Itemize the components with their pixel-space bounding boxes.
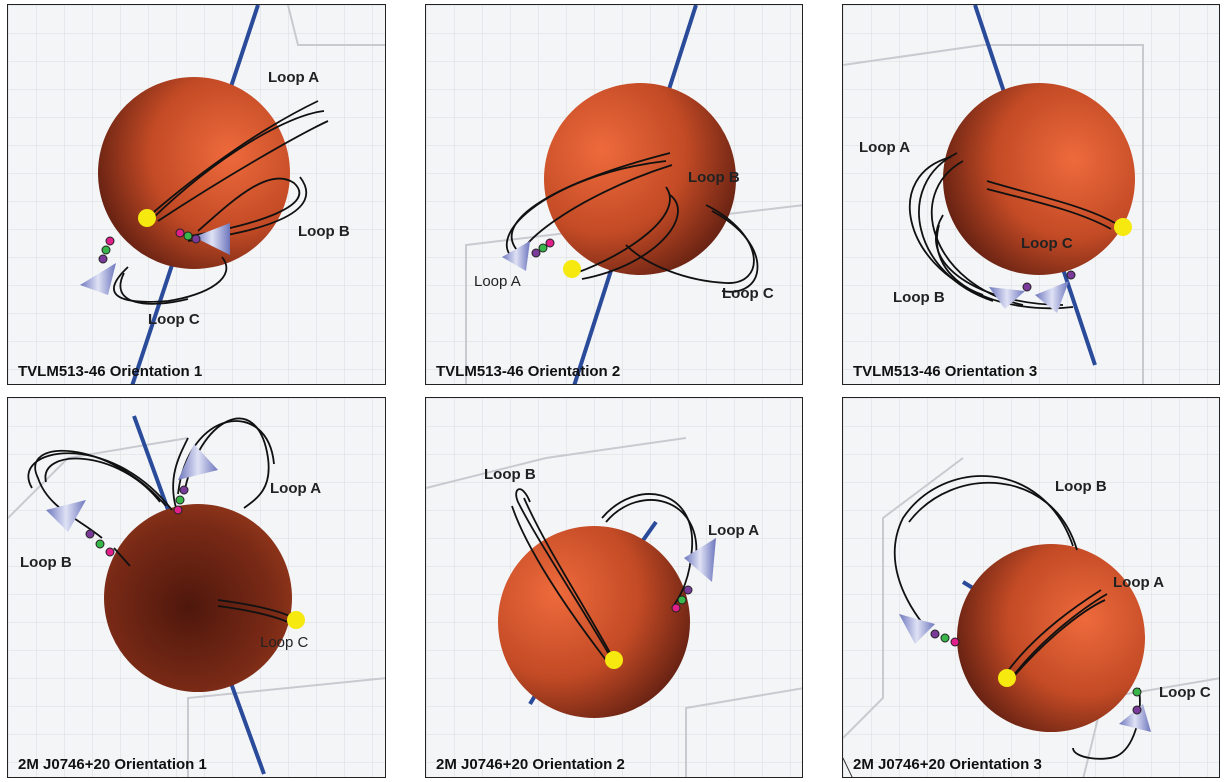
bead-green (101, 245, 111, 255)
bead-purple (930, 629, 940, 639)
panel-2-figure (426, 5, 802, 384)
panel-caption: TVLM513-46 Orientation 2 (436, 363, 621, 380)
bead-purple (179, 485, 189, 495)
loop-label: Loop C (148, 311, 200, 328)
bead-green (940, 633, 950, 643)
loop-label: Loop B (688, 169, 740, 186)
emission-cone (46, 500, 86, 532)
bead-green (95, 539, 105, 549)
emission-cone (178, 444, 218, 480)
bead-green (175, 495, 185, 505)
bead-green (538, 243, 548, 253)
bead-purple (191, 234, 201, 244)
star-sphere (498, 526, 690, 718)
loop-label: Loop A (859, 139, 911, 156)
emission-cone (1035, 281, 1069, 313)
bead-purple (1132, 705, 1142, 715)
loop-label: Loop A (474, 273, 521, 290)
bead-pink (950, 637, 960, 647)
bead-green (677, 595, 687, 605)
bead-purple (85, 529, 95, 539)
panel-2m-orientation-1: Loop A Loop B Loop C 2M J0746+20 Orienta… (7, 397, 386, 778)
panel-1-figure (8, 5, 385, 384)
loop-label: Loop A (268, 69, 320, 86)
star-sphere (544, 83, 736, 275)
footpoint-marker (287, 611, 305, 629)
star-sphere (104, 504, 292, 692)
emission-cone (684, 538, 716, 582)
bead-purple (1066, 270, 1076, 280)
bead-pink (671, 603, 681, 613)
loop-label: Loop C (1021, 235, 1073, 252)
bead-purple (683, 585, 693, 595)
panel-caption: TVLM513-46 Orientation 3 (853, 363, 1038, 380)
bead-pink (173, 505, 183, 515)
bead-green (1132, 687, 1142, 697)
loop-label: Loop A (708, 522, 760, 539)
loop-label: Loop B (484, 466, 536, 483)
loop-label: Loop B (298, 223, 350, 240)
loop-label: Loop B (20, 554, 72, 571)
loop-label: Loop A (1113, 574, 1165, 591)
emission-cone (502, 241, 530, 271)
loop-label: Loop C (1159, 684, 1211, 701)
emission-cone (1119, 704, 1151, 732)
bead-purple (1022, 282, 1032, 292)
bead-purple (98, 254, 108, 264)
emission-cone (80, 263, 116, 295)
panel-2m-orientation-2: Loop B Loop A 2M J0746+20 Orientation 2 (425, 397, 803, 778)
emission-cone (194, 223, 230, 255)
footpoint-marker (563, 260, 581, 278)
footpoint-marker (1114, 218, 1132, 236)
loop-label: Loop B (1055, 478, 1107, 495)
bead-purple (531, 248, 541, 258)
star-sphere (943, 83, 1135, 275)
bead-pink (545, 238, 555, 248)
panel-tvlm-orientation-2: Loop B Loop A Loop C TVLM513-46 Orientat… (425, 4, 803, 385)
bead-pink (105, 547, 115, 557)
loop-label: Loop C (260, 634, 309, 651)
bead-pink (175, 228, 185, 238)
footpoint-marker (138, 209, 156, 227)
loop-label: Loop B (893, 289, 945, 306)
loop-label: Loop C (722, 285, 774, 302)
panel-3-figure (843, 5, 1219, 384)
panel-caption: 2M J0746+20 Orientation 2 (436, 756, 625, 773)
panel-caption: TVLM513-46 Orientation 1 (18, 363, 203, 380)
emission-cone (989, 287, 1025, 309)
panel-5-figure (426, 398, 802, 777)
magnetic-loops (511, 488, 698, 661)
panel-tvlm-orientation-1: Loop A Loop B Loop C TVLM513-46 Orientat… (7, 4, 386, 385)
panel-caption: 2M J0746+20 Orientation 1 (18, 756, 207, 773)
loop-label: Loop A (270, 480, 322, 497)
panel-2m-orientation-3: Loop B Loop A Loop C 2M J0746+20 Orienta… (842, 397, 1220, 778)
panel-6-figure (843, 398, 1219, 777)
bead-green (183, 231, 193, 241)
panel-4-figure (8, 398, 385, 777)
panel-caption: 2M J0746+20 Orientation 3 (853, 756, 1042, 773)
footpoint-marker (998, 669, 1016, 687)
panel-tvlm-orientation-3: Loop A Loop C Loop B TVLM513-46 Orientat… (842, 4, 1220, 385)
footpoint-marker (605, 651, 623, 669)
magnetic-loops (909, 152, 1116, 310)
emission-cone (899, 614, 935, 644)
bead-pink (105, 236, 115, 246)
